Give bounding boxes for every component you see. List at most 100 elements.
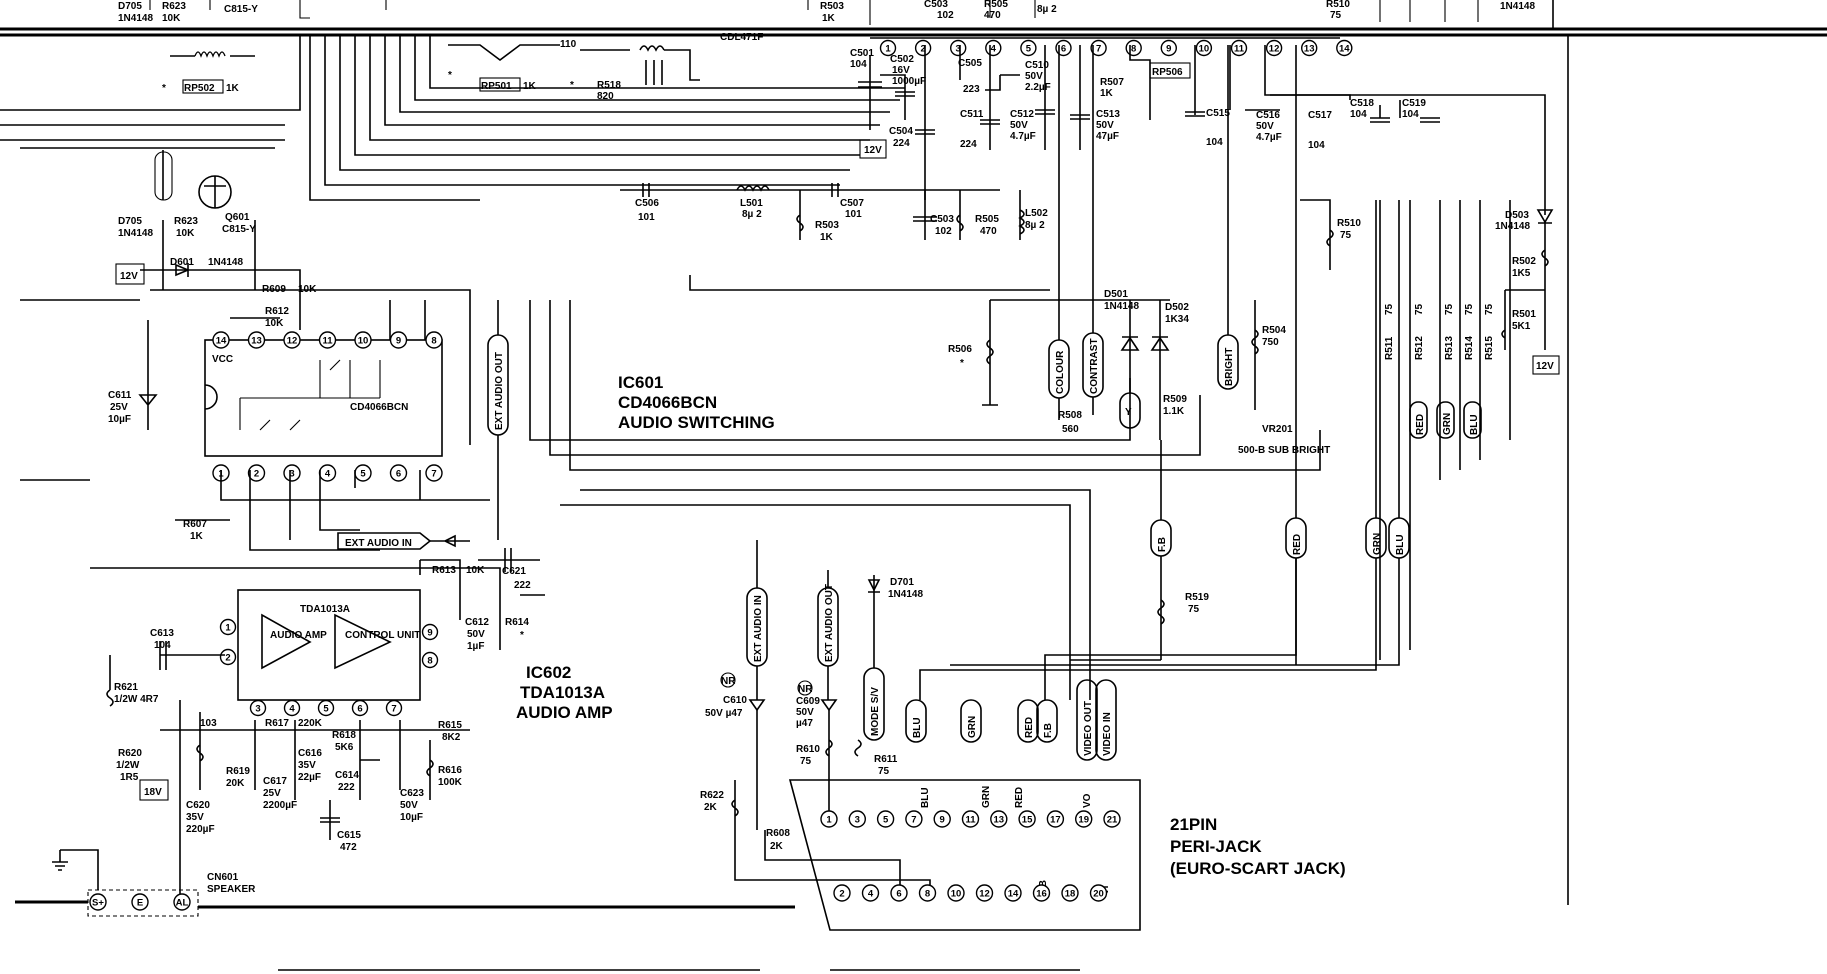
top-c503-label: C503: [924, 0, 948, 10]
r509-val: 1.1K: [1163, 406, 1185, 417]
r620-val: 1R5: [120, 772, 139, 783]
scart-bottom-pin-circle: [861, 884, 880, 902]
d705-type: 1N4148: [118, 228, 153, 239]
colour-tag-text: COLOUR: [1055, 350, 1066, 394]
r623-label: R623: [174, 216, 198, 227]
vr201-val: 500-B SUB BRIGHT: [1238, 445, 1330, 456]
scart-tags: EXT AUDIO IN EXT AUDIO OUT MODE S/V BLU …: [746, 540, 1117, 761]
r620-label: R620: [118, 748, 142, 759]
ic601-top-pin-circle: [318, 331, 337, 349]
ic601-bottom-pin-circle: [247, 464, 266, 482]
r502-val: 1K5: [1512, 268, 1531, 279]
scart-top-pin-circle: [905, 810, 923, 828]
d701-label: D701: [890, 577, 914, 588]
c611-val: 10µF: [108, 414, 131, 425]
c506-label: C506: [635, 198, 659, 209]
cn601-speaker: CN601 SPEAKER: [15, 849, 795, 917]
r610-val: 75: [800, 756, 812, 767]
d501-type: 1N4148: [1104, 301, 1139, 312]
c515-val: 104: [1206, 137, 1223, 148]
top-c815-label: C815-Y: [224, 4, 258, 15]
ic602-bottom-pin-number: 6: [357, 704, 362, 715]
r616-val: 100K: [438, 777, 463, 788]
c620-label: C620: [186, 800, 210, 811]
contrast-tag-text: CONTRAST: [1089, 338, 1100, 394]
r611-label: R611: [874, 754, 898, 765]
c617-val: 2200µF: [263, 800, 297, 811]
ic602-bottom-pin-circle: [351, 699, 369, 717]
scart-bottom-pin-circle: [1061, 884, 1079, 902]
r502-label: R502: [1512, 256, 1536, 267]
ic601-bottom-pin-circle: [283, 464, 301, 482]
c612-val: 1µF: [467, 641, 484, 652]
ic601-bottom-pin-number: 6: [396, 469, 401, 480]
bright-tag-text: BRIGHT: [1224, 348, 1235, 386]
peri-name: PERI-JACK: [1170, 837, 1262, 856]
top-bus-wires: [0, 35, 905, 201]
r621-val: 1/2W 4R7: [114, 694, 159, 705]
top-pin-number: 14: [1339, 44, 1350, 55]
c612-v: 50V: [467, 629, 485, 640]
scart-pin-red: RED: [1014, 787, 1025, 808]
c610-val: 50V µ47: [705, 708, 743, 719]
c613-label: C613: [150, 628, 174, 639]
scart-top-pin-circle: [1018, 810, 1036, 828]
top-pin-number: 8: [1131, 44, 1136, 55]
ic602-chip-label: TDA1013A: [300, 604, 350, 615]
top-pin-number: 10: [1199, 44, 1210, 55]
ic601-vcc: VCC: [212, 354, 233, 365]
c613-val: 104: [154, 640, 171, 651]
r512-val: 75: [1414, 303, 1425, 315]
c513-label: C513: [1096, 109, 1120, 120]
c519-val: 104: [1402, 109, 1419, 120]
r514-label: R514: [1464, 336, 1475, 360]
r612-val: 10K: [265, 318, 284, 329]
c621-label: C621: [502, 566, 526, 577]
ic601-title-block: IC601 CD4066BCN AUDIO SWITCHING: [618, 373, 775, 432]
c623-v: 50V: [400, 800, 418, 811]
r613-label: R613: [432, 565, 456, 576]
scart-bottom-pin-number: 14: [1008, 889, 1019, 900]
cn601-pin-number: E: [137, 898, 143, 909]
top-c503-val: 102: [937, 10, 954, 21]
ic602-desc: AUDIO AMP: [516, 703, 613, 722]
scart-bottom-pin-number: 20: [1093, 889, 1104, 900]
top-pin-number: 11: [1234, 44, 1245, 55]
ic601-wires: R607 1K: [175, 300, 490, 551]
top-d705-label: D705: [118, 1, 142, 12]
ic601-top-pin-number: 13: [251, 336, 262, 347]
r518-star: *: [570, 80, 574, 91]
scart-bottom-pin-number: 2: [839, 889, 844, 900]
scart-top-pin-circle: [1074, 810, 1093, 828]
r618-val: 5K6: [335, 742, 354, 753]
r619-val: 20K: [226, 778, 245, 789]
scart-bottom-pin-circle: [1032, 884, 1051, 902]
scart-bottom-pin-number: 8: [925, 889, 930, 900]
c623-val: 10µF: [400, 812, 423, 823]
ic601-desc: AUDIO SWITCHING: [618, 413, 775, 432]
c504-val: 224: [893, 138, 910, 149]
r514-val: 75: [1464, 303, 1475, 315]
v18-label: 18V: [144, 787, 162, 798]
ic601-bottom-pin-circle: [425, 464, 443, 482]
vr201-label: VR201: [1262, 424, 1293, 435]
rp501-label: RP501: [481, 81, 512, 92]
r511-val: 75: [1384, 303, 1395, 315]
c609-nr: NR: [798, 684, 813, 695]
ic602-bottom-pin-number: 4: [289, 704, 295, 715]
c513-val: 47µF: [1096, 131, 1119, 142]
top-right-components: C501 104 C502 16V 1000µF 12V C504 224 C5…: [850, 45, 1546, 200]
r621-label: R621: [114, 682, 138, 693]
ic601-bottom-pin-number: 4: [325, 469, 331, 480]
c502-v: 16V: [892, 65, 910, 76]
r515-val: 75: [1484, 303, 1495, 315]
r503-val: 1K: [820, 232, 834, 243]
d601-type: 1N4148: [208, 257, 243, 268]
scart-bottom-pin-circle: [1004, 884, 1022, 902]
c518-val: 104: [1350, 109, 1367, 120]
top-pin-number: 12: [1269, 44, 1280, 55]
c510-label: C510: [1025, 60, 1049, 71]
scart-connector: BLU GRN RED VO F.B VI: [788, 779, 1141, 931]
c614-val: 222: [338, 782, 355, 793]
